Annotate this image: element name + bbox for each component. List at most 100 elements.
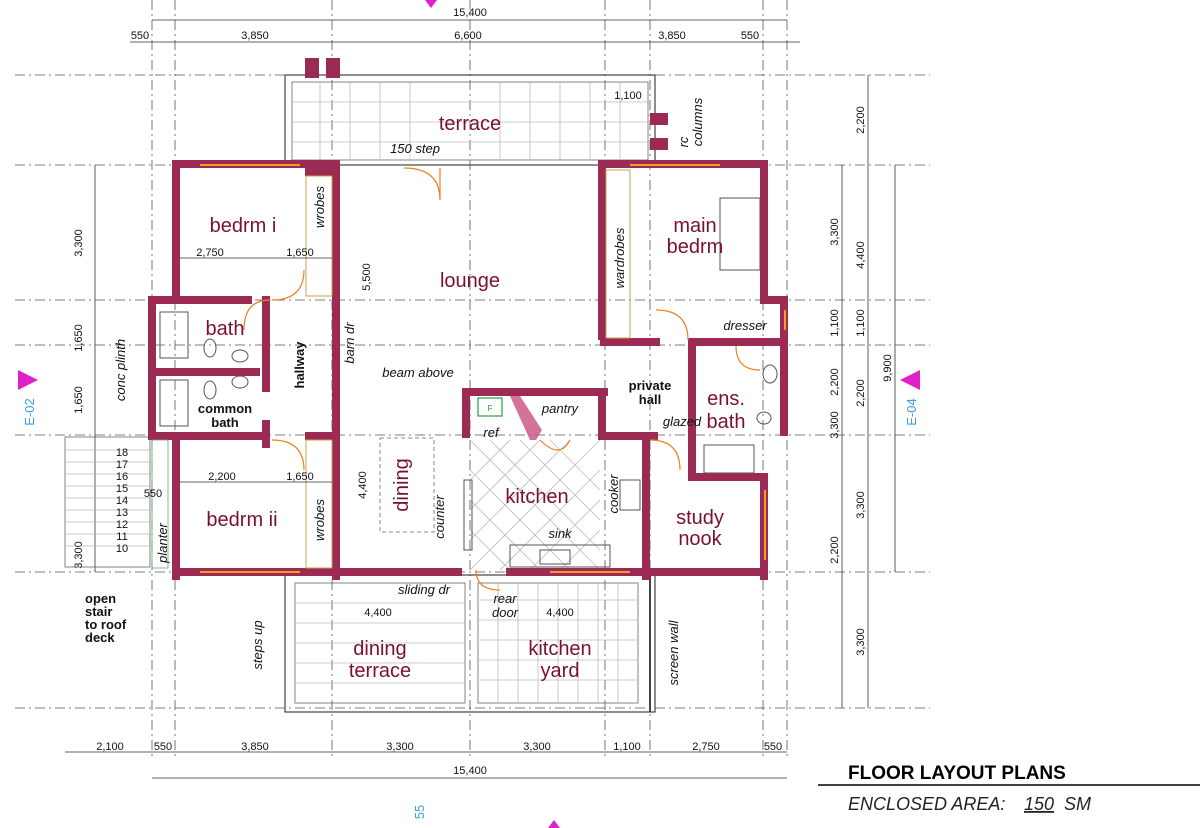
elevation-mark-left: E-02 (22, 398, 37, 425)
stair-step-12: 12 (116, 519, 128, 531)
top-total-dim: 15,400 (453, 7, 487, 19)
stair-step-15: 15 (116, 483, 128, 495)
annotation-labels: 150 step rc columns wrobes wrobes wardro… (85, 97, 767, 685)
top-dim-4: 3,850 (658, 30, 686, 42)
dim-bedrm-i-width: 2,750 (196, 247, 224, 259)
area-unit: SM (1064, 794, 1091, 814)
right-inner-dim-1: 3,300 (829, 218, 841, 246)
room-dining-terrace-2: terrace (349, 660, 411, 682)
room-labels: terrace bedrm i lounge main bedrm bath h… (198, 113, 746, 682)
right-total-dim: 9,900 (882, 354, 894, 382)
walls (148, 160, 788, 580)
bottom-dim-3: 3,850 (241, 741, 269, 753)
label-glazed: glazed (663, 414, 702, 429)
terrace-area (284, 58, 668, 166)
label-sink: sink (548, 526, 573, 541)
dim-planter-width: 550 (144, 488, 162, 500)
room-ens-bath-2: bath (707, 411, 746, 433)
label-conc-plinth: conc plinth (113, 339, 128, 401)
right-inner-dim-2: 1,100 (829, 309, 841, 337)
dim-lounge-height: 5,500 (361, 263, 373, 291)
label-ref: ref (483, 425, 500, 440)
label-barn-dr: barn dr (342, 322, 357, 364)
bottom-dim-5: 3,300 (523, 741, 551, 753)
label-dresser: dresser (723, 318, 767, 333)
stair-step-10: 10 (116, 543, 128, 555)
room-dining: dining (391, 458, 413, 511)
label-rc: rc (676, 136, 691, 147)
dim-bedrm-ii-wrobe: 1,650 (286, 471, 314, 483)
left-dim-4: 3,300 (73, 541, 85, 569)
shower-tray-icon (703, 444, 755, 474)
room-common-bath-2: bath (211, 415, 239, 430)
room-study-nook-1: study (676, 507, 724, 529)
dim-kitchen-yard-width: 4,400 (546, 607, 574, 619)
right-mid-dim-4: 2,200 (855, 379, 867, 407)
label-sliding-dr: sliding dr (398, 582, 451, 597)
bottom-dim-4: 3,300 (386, 741, 414, 753)
interior-dimensions: 2,750 1,650 2,200 1,650 5,500 4,400 550 … (144, 90, 642, 619)
bottom-dim-8: 550 (764, 741, 782, 753)
top-dim-1: 550 (131, 30, 149, 42)
label-cooker: cooker (606, 474, 621, 514)
room-lounge: lounge (440, 270, 500, 292)
label-columns: columns (690, 97, 705, 146)
rear-terraces (284, 574, 656, 713)
right-inner-dim-5: 2,200 (829, 536, 841, 564)
right-mid-dim-3: 1,100 (855, 309, 867, 337)
fixtures: F (151, 169, 778, 569)
ref-mark: F (488, 404, 493, 413)
left-dim-1: 3,300 (73, 229, 85, 257)
label-pantry: pantry (541, 401, 580, 416)
bottom-dim-6: 1,100 (613, 741, 641, 753)
open-stair: 18 17 16 15 14 13 12 11 10 (64, 436, 151, 568)
bottom-dim-7: 2,750 (692, 741, 720, 753)
label-open-stair-3: to roof (85, 617, 127, 632)
room-private-hall-2: hall (639, 392, 661, 407)
left-dimensions: 3,300 1,650 1,650 3,300 (73, 165, 96, 572)
label-steps-up: steps up (250, 620, 265, 669)
top-dim-2: 3,850 (241, 30, 269, 42)
room-main-bedrm-1: main (673, 215, 716, 237)
room-private-hall-1: private (629, 378, 672, 393)
kitchen-floor-tiles (469, 439, 601, 571)
elevation-mark-bottom: 55 (412, 805, 427, 819)
bathtub-icon (159, 311, 189, 359)
elevation-arrow-left-icon (18, 370, 38, 390)
stair-step-14: 14 (116, 495, 128, 507)
right-mid-dim-6: 3,300 (855, 628, 867, 656)
stair-step-11: 11 (116, 531, 127, 543)
room-terrace: terrace (439, 113, 501, 135)
room-main-bedrm-2: bedrm (667, 236, 724, 258)
room-study-nook-2: nook (678, 528, 722, 550)
bathtub-icon (159, 379, 189, 427)
bottom-dim-1: 2,100 (96, 741, 124, 753)
area-value: 150 (1024, 794, 1054, 814)
label-screen-wall: screen wall (666, 619, 681, 685)
left-dim-3: 1,650 (73, 386, 85, 414)
right-mid-dim-1: 2,200 (855, 106, 867, 134)
label-counter: counter (432, 495, 447, 539)
right-dimensions: 3,300 1,100 2,200 3,300 2,200 2,200 4,40… (829, 75, 896, 708)
elevation-mark-right: E-04 (904, 398, 919, 425)
label-beam-above: beam above (382, 365, 454, 380)
left-dim-2: 1,650 (73, 324, 85, 352)
title-block: FLOOR LAYOUT PLANS ENCLOSED AREA: 150 SM (818, 763, 1200, 814)
elevation-arrow-bottom-icon (548, 820, 560, 828)
right-inner-dim-4: 3,300 (829, 411, 841, 439)
room-kitchen: kitchen (505, 486, 568, 508)
room-hallway: hallway (292, 341, 307, 389)
dim-terrace-top: 1,100 (614, 90, 642, 102)
dim-dining-height: 4,400 (357, 471, 369, 499)
refrigerator-icon (477, 397, 503, 417)
label-rear-door-1: rear (493, 591, 517, 606)
room-dining-terrace-1: dining (353, 638, 406, 660)
stair-step-17: 17 (116, 459, 128, 471)
elevation-arrow-top-icon (425, 0, 437, 8)
stair-step-18: 18 (116, 447, 128, 459)
label-open-stair-1: open (85, 591, 116, 606)
right-mid-dim-5: 3,300 (855, 491, 867, 519)
label-open-stair-4: deck (85, 630, 115, 645)
label-wardrobes: wardrobes (612, 227, 627, 288)
